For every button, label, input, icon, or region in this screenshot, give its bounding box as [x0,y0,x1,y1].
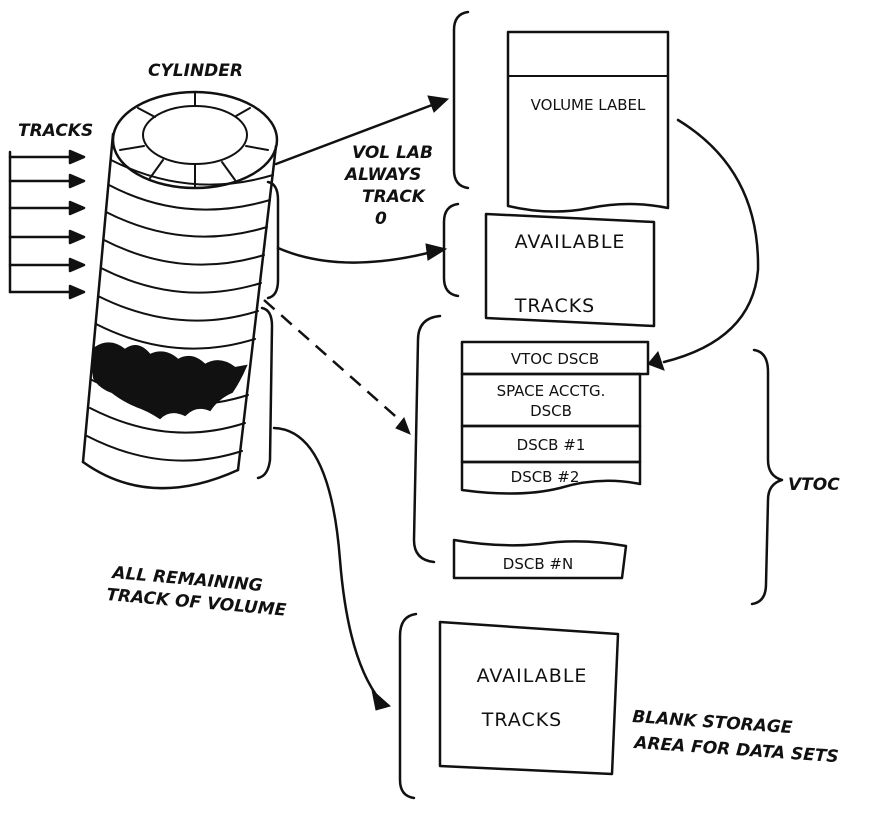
available1-bracket [442,202,460,298]
vollab-note-line4: 0 [375,209,387,229]
blank-storage-note: BLANK STORAGE AREA FOR DATA SETS [632,707,840,767]
dscb1-text: DSCB #1 [517,436,586,454]
available-tracks-block-1: AVAILABLE TRACKS [442,202,656,328]
remaining-note: ALL REMAINING TRACK OF VOLUME [106,563,288,621]
vtoc-label: VTOC [788,475,840,495]
cylinder-top-sectors [119,91,269,189]
dscb2-box [460,460,642,495]
volume-label-bracket [452,10,470,190]
space-acctg-text-2: DSCB [530,402,572,420]
space-acctg-text-1: SPACE ACCTG. [497,382,606,400]
vollab-note-line2: ALWAYS [343,165,421,185]
available1-bottom-text: TRACKS [514,295,596,317]
dscb2-text: DSCB #2 [511,468,580,486]
vollab-note-line3: TRACK [362,187,427,207]
vtoc-dashed-arrow-line [263,299,403,423]
available-tracks-block-2: AVAILABLE TRACKS [398,612,620,800]
track-arrows [8,149,86,300]
dscbn-text: DSCB #N [503,555,573,573]
vollab-arrow-line [274,100,442,166]
vollab-arrow-head [427,95,450,113]
cylinder-bracket-lower [256,306,274,480]
available1-top-text: AVAILABLE [515,231,626,253]
vtoc-dashed-arrow-head [395,417,411,435]
available2-bracket [398,612,418,800]
vtoc-left-bracket [412,314,442,564]
cylinder-top-inner [142,105,248,165]
vollab-to-vtoc-curve [662,118,760,364]
volume-label-block: VOLUME LABEL [452,10,670,213]
available1-arrow-line [276,246,434,264]
volume-label-box [506,30,670,213]
cylinder-left-side [81,132,115,464]
available2-box [438,620,620,776]
blank-storage-line2: AREA FOR DATA SETS [632,733,840,767]
cylinder-cutaway-blot [92,342,248,420]
available1-box [484,212,656,328]
available2-bottom-text: TRACKS [481,709,563,731]
available2-top-text: AVAILABLE [477,665,588,687]
remaining-arrow-head [371,688,392,711]
available1-arrow-head [425,243,448,261]
vollab-note: VOL LAB ALWAYS TRACK 0 [343,143,433,229]
cylinder-label: CYLINDER [148,61,243,81]
vtoc-dscb-text: VTOC DSCB [511,350,599,368]
vtoc-block: VTOC DSCB SPACE ACCTG. DSCB DSCB #1 DSCB… [412,314,840,606]
vtoc-right-brace [750,348,784,606]
cylinder-bottom [81,460,240,490]
tracks-label: TRACKS [18,121,93,141]
vollab-note-line1: VOL LAB [352,143,433,163]
remaining-arrow-line [272,426,382,702]
vollab-to-vtoc-arrow-head [647,350,665,371]
cylinder-bracket-upper [266,180,280,300]
cylinder [81,90,279,490]
dscbn-box [452,538,628,580]
volume-label-text: VOLUME LABEL [531,96,646,114]
